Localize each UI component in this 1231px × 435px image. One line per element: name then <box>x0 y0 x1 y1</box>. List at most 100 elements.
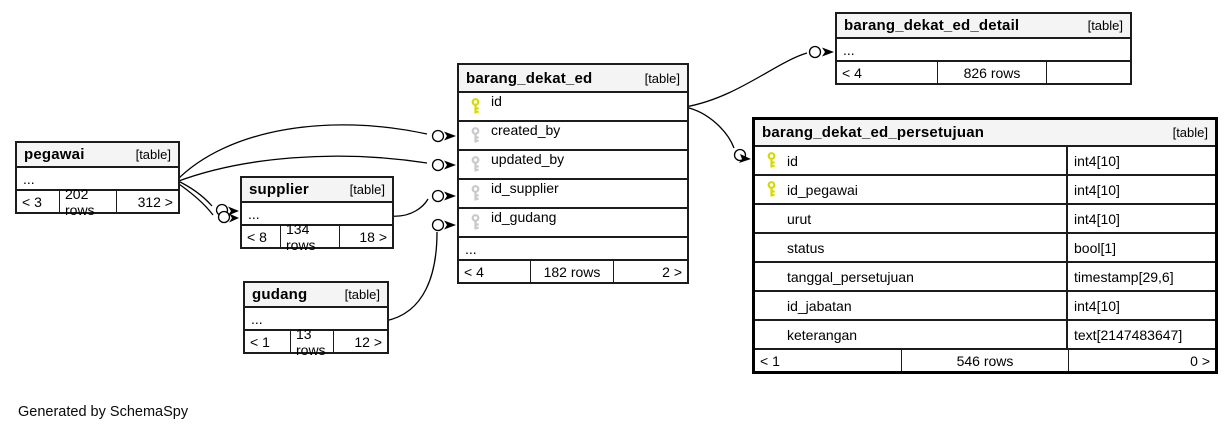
column-name: tanggal_persetujuan <box>787 268 914 285</box>
hidden-columns-row[interactable]: ... <box>837 39 1130 62</box>
primary-key-icon <box>767 152 775 168</box>
edge-id-persetujuan <box>684 106 735 149</box>
footer-parents-count: 18 > <box>359 228 387 245</box>
footer-children-count: < 8 <box>247 228 267 245</box>
hidden-columns-row[interactable]: ... <box>17 168 178 191</box>
footer-parents-count: 0 > <box>1190 352 1210 369</box>
footer-parents-count: 312 > <box>137 193 173 210</box>
hidden-columns-row[interactable]: ... <box>245 308 387 331</box>
table-name: supplier <box>249 181 309 198</box>
column-row-keterangan[interactable]: keterangan text[2147483647] <box>755 321 1215 350</box>
footer-parents-count <box>1047 62 1130 83</box>
table-tag: [table] <box>135 147 171 162</box>
column-name: id_pegawai <box>787 181 858 198</box>
edge-pegawai-created-by <box>175 124 428 182</box>
foreign-key-icon <box>471 156 479 172</box>
column-name: id_supplier <box>491 180 559 196</box>
column-row-status[interactable]: status bool[1] <box>755 234 1215 263</box>
column-type: int4[10] <box>1066 292 1215 319</box>
column-name: urut <box>787 210 812 227</box>
footer-children-count: < 4 <box>464 263 484 280</box>
table-node-barang-dekat-ed-persetujuan[interactable]: barang_dekat_ed_persetujuan [table] id i… <box>752 117 1218 374</box>
table-header[interactable]: barang_dekat_ed_persetujuan [table] <box>755 120 1215 147</box>
footer-row-count: 546 rows <box>901 350 1069 371</box>
hidden-columns-row[interactable]: ... <box>242 203 392 226</box>
table-node-barang-dekat-ed[interactable]: barang_dekat_ed [table] id created_by up… <box>457 63 689 284</box>
footer-row-count: 202 rows <box>59 186 117 218</box>
table-name: barang_dekat_ed_persetujuan <box>762 124 985 141</box>
column-row-updated-by[interactable]: updated_by <box>459 151 687 180</box>
table-tag: [table] <box>644 70 680 86</box>
table-node-barang-dekat-ed-detail[interactable]: barang_dekat_ed_detail [table] ... < 4 8… <box>835 12 1132 85</box>
table-tag: [table] <box>344 287 380 302</box>
edge-supplier-id-supplier <box>389 198 429 217</box>
column-row-tanggal-persetujuan[interactable]: tanggal_persetujuan timestamp[29,6] <box>755 263 1215 292</box>
column-name: keterangan <box>787 326 858 343</box>
column-row-id-jabatan[interactable]: id_jabatan int4[10] <box>755 292 1215 321</box>
table-node-supplier[interactable]: supplier [table] ... < 8 134 rows 18 > <box>240 176 394 253</box>
column-name: id <box>491 93 502 109</box>
footer-children-count: < 1 <box>760 352 780 369</box>
table-footer: < 3 202 rows 312 > <box>17 186 178 218</box>
primary-key-icon <box>767 181 775 197</box>
table-footer: < 8 134 rows 18 > <box>242 221 392 253</box>
column-name: id <box>787 152 798 169</box>
generated-by-note: Generated by SchemaSpy <box>18 404 189 420</box>
column-row-id-pegawai[interactable]: id_pegawai int4[10] <box>755 176 1215 205</box>
table-footer: < 1 13 rows 12 > <box>245 326 387 358</box>
table-header[interactable]: pegawai [table] <box>17 143 178 168</box>
column-row-id-gudang[interactable]: id_gudang <box>459 209 687 238</box>
table-footer: < 4 182 rows 2 > <box>459 261 687 282</box>
column-type: int4[10] <box>1066 176 1215 203</box>
table-header[interactable]: barang_dekat_ed [table] <box>459 65 687 93</box>
table-footer: < 1 546 rows 0 > <box>755 350 1215 371</box>
column-type: int4[10] <box>1066 205 1215 232</box>
foreign-key-icon <box>471 185 479 201</box>
footer-row-count: 134 rows <box>280 221 340 253</box>
edge-id-detail <box>684 52 808 108</box>
table-tag: [table] <box>1172 125 1208 140</box>
footer-row-count: 13 rows <box>290 326 334 358</box>
column-row-created-by[interactable]: created_by <box>459 122 687 151</box>
column-row-id-supplier[interactable]: id_supplier <box>459 180 687 209</box>
column-row-id[interactable]: id <box>459 93 687 122</box>
column-row-urut[interactable]: urut int4[10] <box>755 205 1215 234</box>
footer-parents-count: 2 > <box>662 263 682 280</box>
footer-parents-count: 12 > <box>354 333 382 350</box>
table-name: barang_dekat_ed_detail <box>844 17 1020 34</box>
table-name: gudang <box>252 286 308 303</box>
edge-gudang-id-gudang <box>384 231 438 322</box>
column-name: status <box>787 239 825 256</box>
column-name: id_gudang <box>491 209 557 225</box>
footer-children-count: < 3 <box>22 193 42 210</box>
column-type: bool[1] <box>1066 234 1215 261</box>
column-type: text[2147483647] <box>1066 321 1215 348</box>
primary-key-icon <box>471 98 479 114</box>
foreign-key-icon <box>471 214 479 230</box>
column-name: created_by <box>491 122 561 138</box>
table-header[interactable]: supplier [table] <box>242 178 392 203</box>
foreign-key-icon <box>471 127 479 143</box>
edge-pegawai-updated-by <box>175 155 428 183</box>
table-node-pegawai[interactable]: pegawai [table] ... < 3 202 rows 312 > <box>15 141 180 218</box>
table-header[interactable]: barang_dekat_ed_detail [table] <box>837 14 1130 39</box>
table-tag: [table] <box>1087 18 1123 33</box>
hidden-columns-row[interactable]: ... <box>459 238 687 261</box>
column-row-id[interactable]: id int4[10] <box>755 147 1215 176</box>
table-name: pegawai <box>24 146 85 163</box>
table-header[interactable]: gudang [table] <box>245 283 387 308</box>
footer-children-count: < 1 <box>250 333 270 350</box>
edge-pegawai-supplier-1 <box>175 179 213 207</box>
column-name: updated_by <box>491 151 565 167</box>
column-type: timestamp[29,6] <box>1066 263 1215 290</box>
footer-row-count: 182 rows <box>530 261 614 282</box>
column-name: id_jabatan <box>787 297 852 314</box>
table-name: barang_dekat_ed <box>466 69 593 87</box>
edge-pegawai-supplier-2 <box>175 181 214 216</box>
column-type: int4[10] <box>1066 147 1215 174</box>
table-node-gudang[interactable]: gudang [table] ... < 1 13 rows 12 > <box>243 281 389 358</box>
footer-row-count: 826 rows <box>937 62 1047 83</box>
table-footer: < 4 826 rows <box>837 62 1130 83</box>
footer-children-count: < 4 <box>842 64 862 81</box>
